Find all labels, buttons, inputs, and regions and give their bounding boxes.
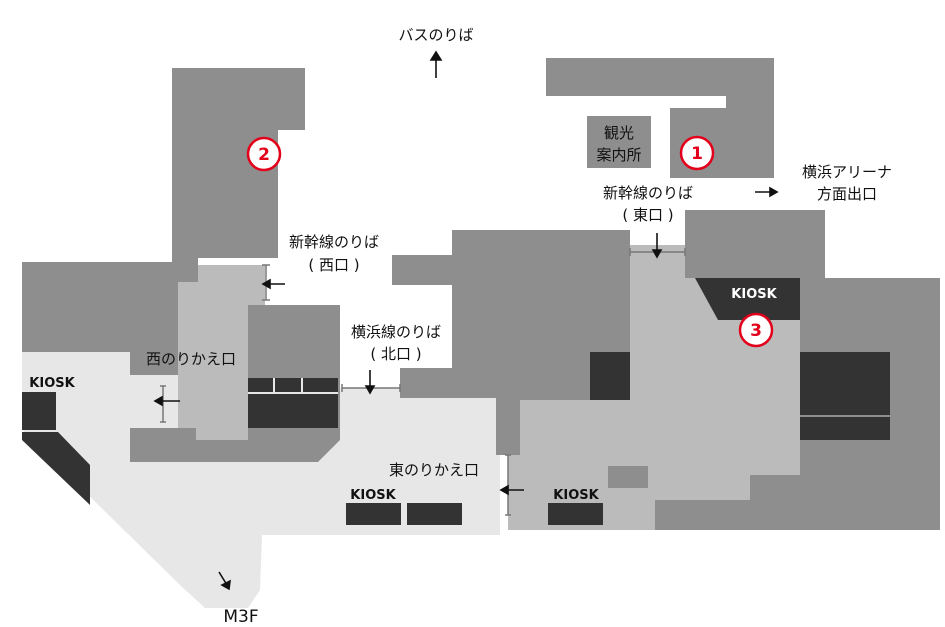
svg-text:2: 2 [258, 145, 270, 165]
label-bus-stop: バスのりば [398, 26, 473, 44]
label-shinkansen-west-1: 新幹線のりば [289, 233, 379, 251]
kiosk-east-transfer-box-2 [407, 503, 462, 525]
building-west-upper [172, 68, 305, 282]
kiosk-east-box [548, 503, 603, 525]
building-east-right [655, 278, 940, 530]
label-yokohama-arena-2: 方面出口 [817, 185, 877, 203]
label-shinkansen-west-2: ( 西口 ) [308, 256, 359, 274]
kiosk-east-upper-box [695, 278, 800, 320]
kiosk-label-east-transfer: KIOSK [350, 488, 396, 503]
label-tourist-info-2: 案内所 [596, 146, 641, 164]
label-shinkansen-east-2: ( 東口 ) [622, 206, 673, 224]
dark-block-west-edge [22, 432, 90, 505]
label-yokohama-line-1: 横浜線のりば [351, 323, 441, 341]
building-east-top-right [726, 58, 774, 178]
west-gate-floor [178, 265, 265, 440]
dark-block-west-kiosk [22, 392, 56, 430]
label-yokohama-line-2: ( 北口 ) [370, 345, 421, 363]
kiosk-label-east-upper: KIOSK [731, 287, 777, 302]
building-central [392, 230, 630, 455]
marker-2: 2 [246, 136, 282, 172]
dark-block-west-lower [248, 378, 338, 428]
building-west-notch [130, 352, 178, 375]
label-tourist-info-1: 観光 [604, 124, 634, 142]
svg-text:3: 3 [750, 321, 762, 341]
svg-text:1: 1 [691, 144, 703, 164]
kiosk-label-east: KIOSK [553, 488, 599, 503]
label-east-transfer: 東のりかえ口 [389, 461, 479, 479]
label-m3f: M3F [223, 607, 258, 627]
concourse-floor [22, 352, 500, 608]
building-west-left [22, 262, 178, 352]
marker-3: 3 [738, 312, 774, 348]
kiosk-label-west: KIOSK [29, 376, 75, 391]
tourist-info-block [587, 116, 651, 168]
direction-arrows [153, 50, 779, 591]
kiosk-east-transfer-box-1 [346, 503, 401, 525]
label-yokohama-arena-1: 横浜アリーナ [802, 163, 892, 181]
label-shinkansen-east-1: 新幹線のりば [603, 184, 693, 202]
dark-block-central [590, 352, 630, 400]
building-east-mid2 [685, 210, 825, 278]
label-west-transfer: 西のりかえ口 [146, 350, 236, 368]
dark-block-east-right [800, 352, 890, 440]
marker-1: 1 [679, 135, 715, 171]
east-small-block [608, 466, 648, 488]
